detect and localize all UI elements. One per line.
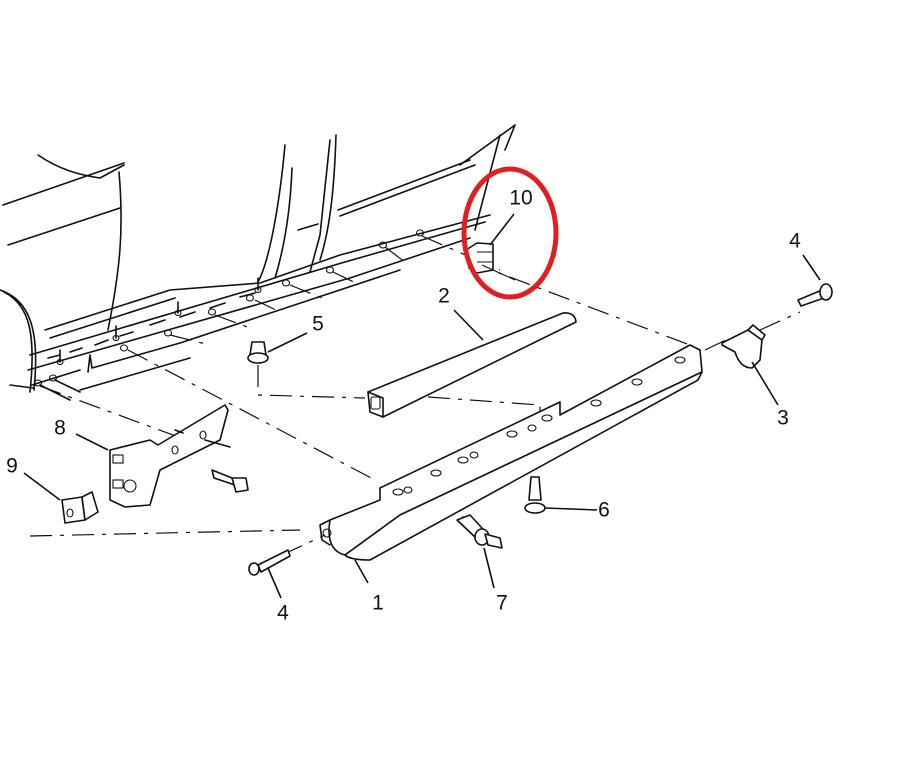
vehicle-body-outline: [0, 124, 516, 401]
callout-2: 2: [438, 284, 450, 308]
part-3-end-bracket: [721, 324, 766, 369]
part-7-push-retainer: [456, 514, 503, 549]
callout-10: 10: [509, 186, 533, 210]
callout-8: 8: [54, 416, 66, 440]
callout-6: 6: [598, 498, 610, 522]
part-6-screw: [524, 476, 546, 514]
callout-leaders: [23, 213, 821, 599]
part-2-tube: [367, 312, 577, 418]
callout-3: 3: [777, 406, 789, 430]
part-5-nut: [247, 341, 269, 364]
part-8-bracket: [109, 404, 249, 508]
callout-5: 5: [312, 312, 324, 336]
part-4-screw-front: [248, 549, 291, 576]
callout-4-rear: 4: [789, 229, 801, 253]
part-1-rocker-molding: [319, 344, 703, 561]
part-4-screw-rear: [797, 283, 833, 307]
callout-4-front: 4: [277, 601, 289, 625]
highlight-circle: [461, 166, 559, 300]
part-9-clip-nut: [61, 491, 99, 524]
callout-9: 9: [6, 454, 18, 478]
callout-7: 7: [496, 591, 508, 615]
callout-1: 1: [372, 591, 384, 615]
